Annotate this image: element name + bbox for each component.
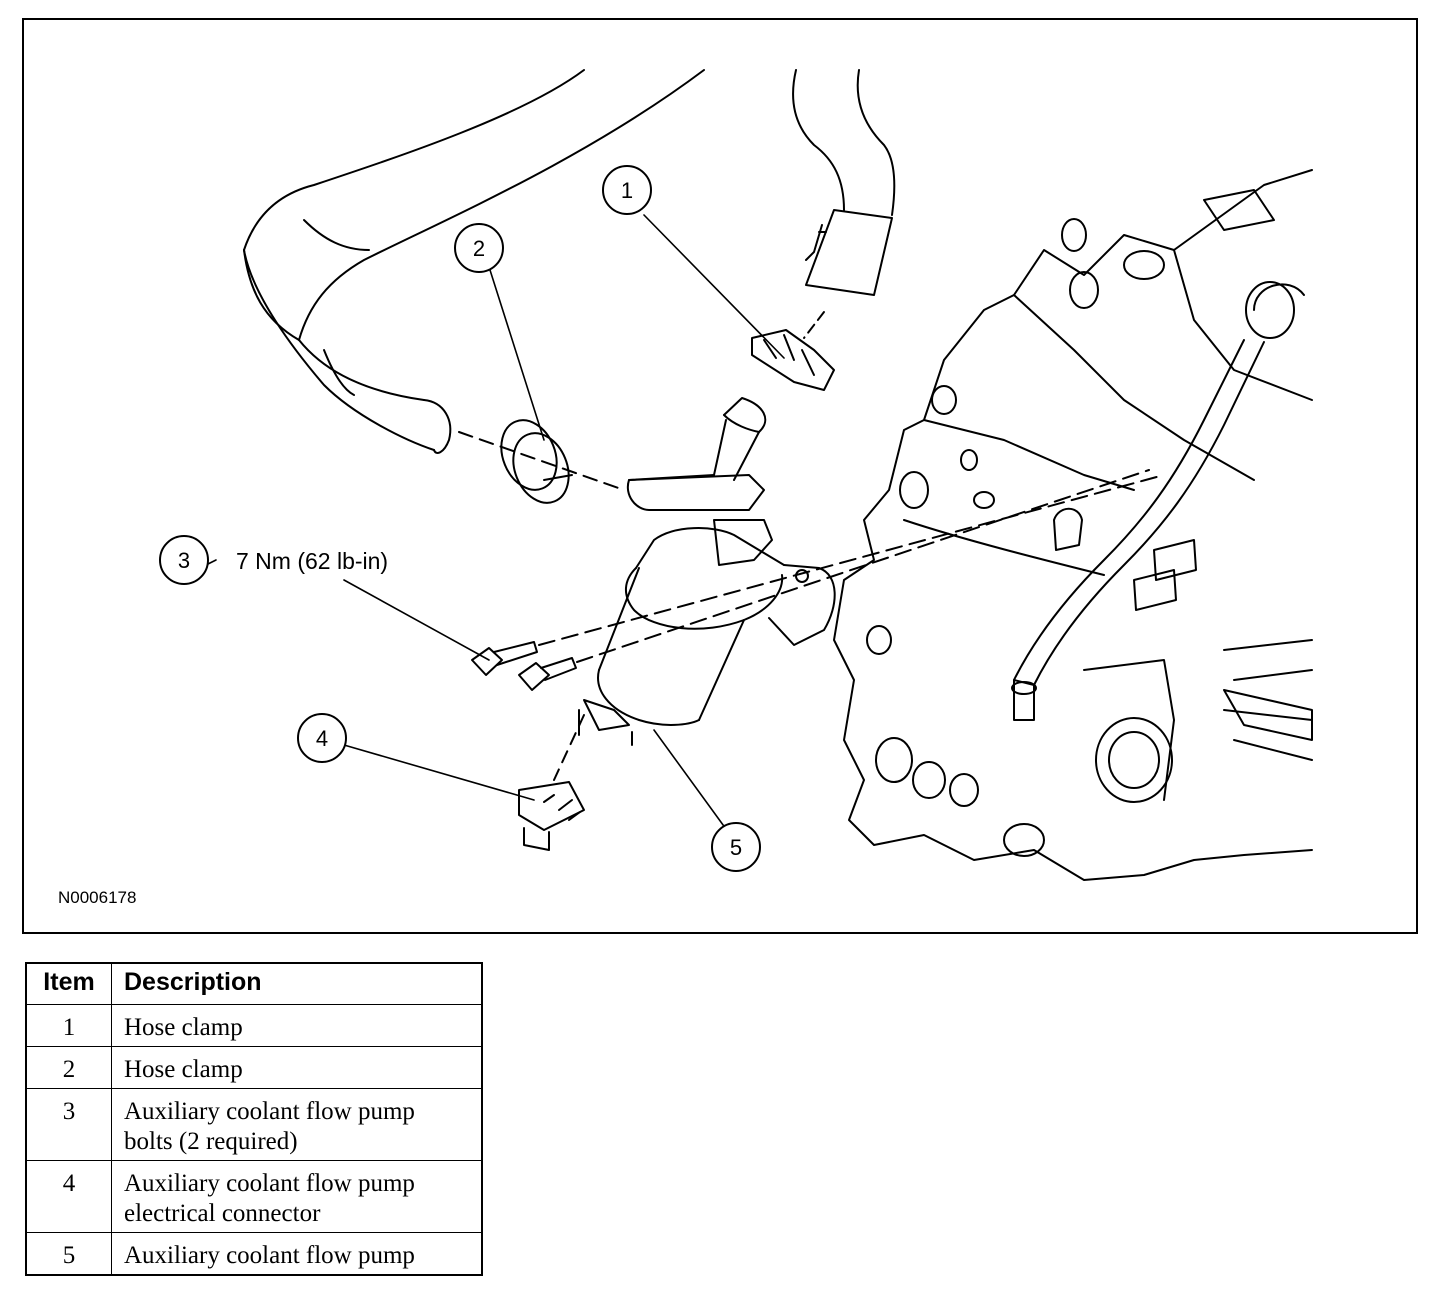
callout-3: 3 — [178, 548, 190, 573]
callout-circles — [159, 165, 761, 872]
legend-header-row: Item Description — [25, 962, 483, 1005]
callout-5: 5 — [730, 835, 742, 860]
callout-1: 1 — [621, 178, 633, 203]
table-row: 5 Auxiliary coolant flow pump — [25, 1232, 483, 1276]
hose-clamp-2 — [458, 419, 625, 504]
item-description: Auxiliary coolant flow pump bolts (2 req… — [111, 1088, 483, 1161]
item-description: Hose clamp — [111, 1004, 483, 1047]
table-row: 3 Auxiliary coolant flow pump bolts (2 r… — [25, 1088, 483, 1161]
upper-hose — [243, 69, 705, 454]
engine-housing — [833, 169, 1313, 881]
table-row: 2 Hose clamp — [25, 1046, 483, 1089]
table-row: 1 Hose clamp — [25, 1004, 483, 1047]
table-row: 4 Auxiliary coolant flow pump electrical… — [25, 1160, 483, 1233]
coolant-pump — [578, 397, 836, 746]
header-description: Description — [111, 962, 483, 1005]
figure-id: N0006178 — [58, 888, 137, 907]
header-item: Item — [25, 962, 112, 1005]
figure-frame: 1 2 3 4 5 7 Nm (62 lb-in) N0006178 — [22, 18, 1418, 934]
item-description: Auxiliary coolant flow pump electrical c… — [111, 1160, 483, 1233]
callout-4: 4 — [316, 726, 328, 751]
item-number: 1 — [25, 1004, 112, 1047]
vertical-hose — [792, 69, 896, 296]
callout-2: 2 — [473, 236, 485, 261]
item-number: 5 — [25, 1232, 112, 1276]
torque-spec: 7 Nm (62 lb-in) — [236, 548, 388, 574]
leader-lines — [205, 214, 785, 841]
item-number: 2 — [25, 1046, 112, 1089]
pump-electrical-connector — [518, 714, 585, 851]
item-description: Auxiliary coolant flow pump — [111, 1232, 483, 1276]
item-description: Hose clamp — [111, 1046, 483, 1089]
item-number: 4 — [25, 1160, 112, 1233]
pump-bolts — [471, 469, 1165, 691]
item-number: 3 — [25, 1088, 112, 1161]
hose-clamp-1 — [751, 311, 835, 391]
legend-table: Item Description 1 Hose clamp 2 Hose cla… — [25, 962, 483, 1276]
exploded-view-diagram: 1 2 3 4 5 7 Nm (62 lb-in) — [159, 69, 1313, 881]
